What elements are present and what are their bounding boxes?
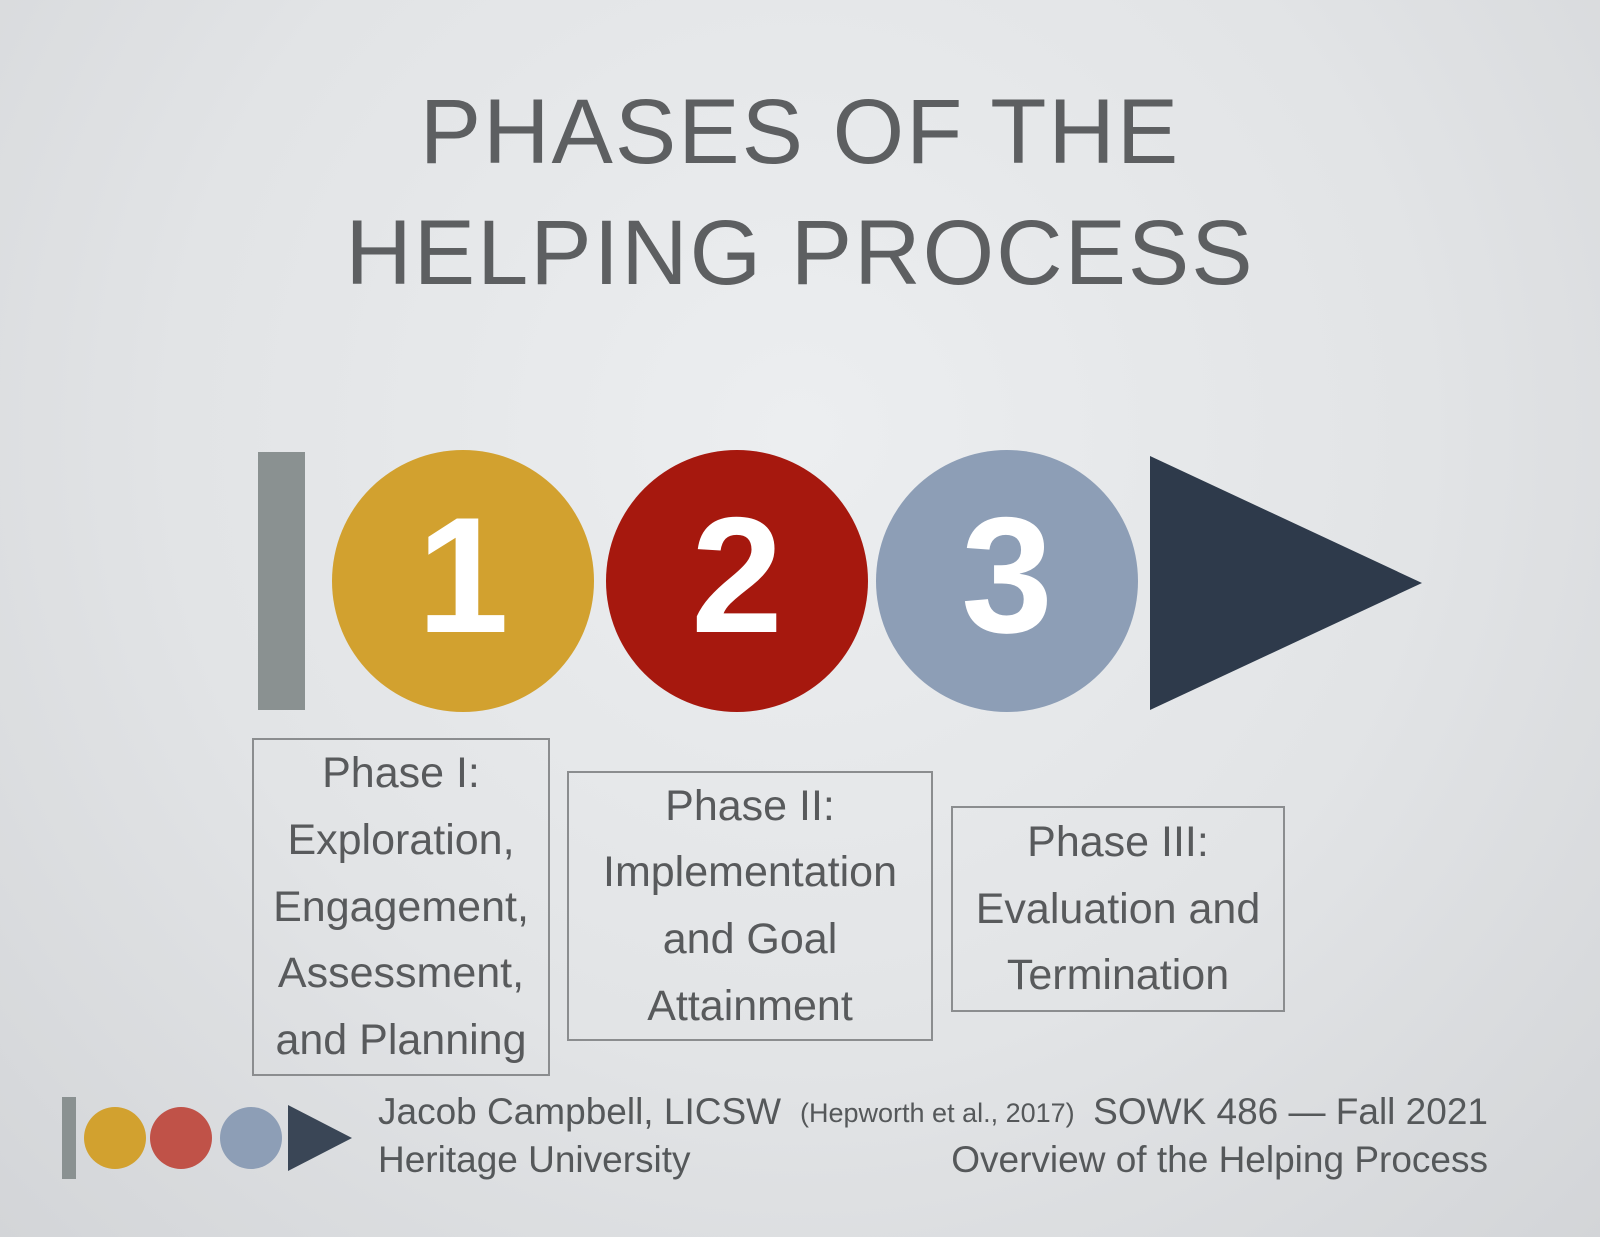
footer-author: Jacob Campbell, LICSW Heritage Universit… xyxy=(378,1088,781,1184)
logo-blue-circle-icon xyxy=(220,1107,282,1169)
footer-course-title: SOWK 486 — Fall 2021 xyxy=(1093,1091,1488,1132)
logo-bar-icon xyxy=(62,1097,76,1179)
footer-author-affiliation: Heritage University xyxy=(378,1139,691,1181)
phase-1-description-box: Phase I: Exploration, Engagement, Assess… xyxy=(252,738,550,1076)
forward-arrow-icon xyxy=(1150,456,1422,710)
phase-3-description-box: Phase III: Evaluation and Termination xyxy=(951,806,1285,1012)
footer-course-subtitle: Overview of the Helping Process xyxy=(951,1139,1488,1181)
logo-red-circle-icon xyxy=(150,1107,212,1169)
phase-1-circle: 1 xyxy=(332,450,594,712)
slide-title-line1: PHASES OF THE xyxy=(419,81,1181,183)
phase-2-circle: 2 xyxy=(606,450,868,712)
footer-logo xyxy=(62,1096,352,1180)
phase-2-number: 2 xyxy=(691,482,783,667)
slide-title-line2: HELPING PROCESS xyxy=(345,202,1255,305)
phase-3-circle: 3 xyxy=(876,450,1138,712)
slide-title: PHASES OF THE HELPING PROCESS xyxy=(0,72,1600,315)
logo-gold-circle-icon xyxy=(84,1107,146,1169)
logo-arrow-icon xyxy=(288,1105,352,1171)
footer-author-name: Jacob Campbell, LICSW xyxy=(378,1091,782,1132)
phase-2-description-box: Phase II: Implementation and Goal Attain… xyxy=(567,771,933,1041)
phase-1-number: 1 xyxy=(417,482,509,667)
timeline-start-bar xyxy=(258,452,305,710)
footer-citation: (Hepworth et al., 2017) xyxy=(800,1098,1075,1128)
phase-3-number: 3 xyxy=(961,482,1053,667)
footer-course: SOWK 486 — Fall 2021 Overview of the Hel… xyxy=(951,1088,1488,1184)
